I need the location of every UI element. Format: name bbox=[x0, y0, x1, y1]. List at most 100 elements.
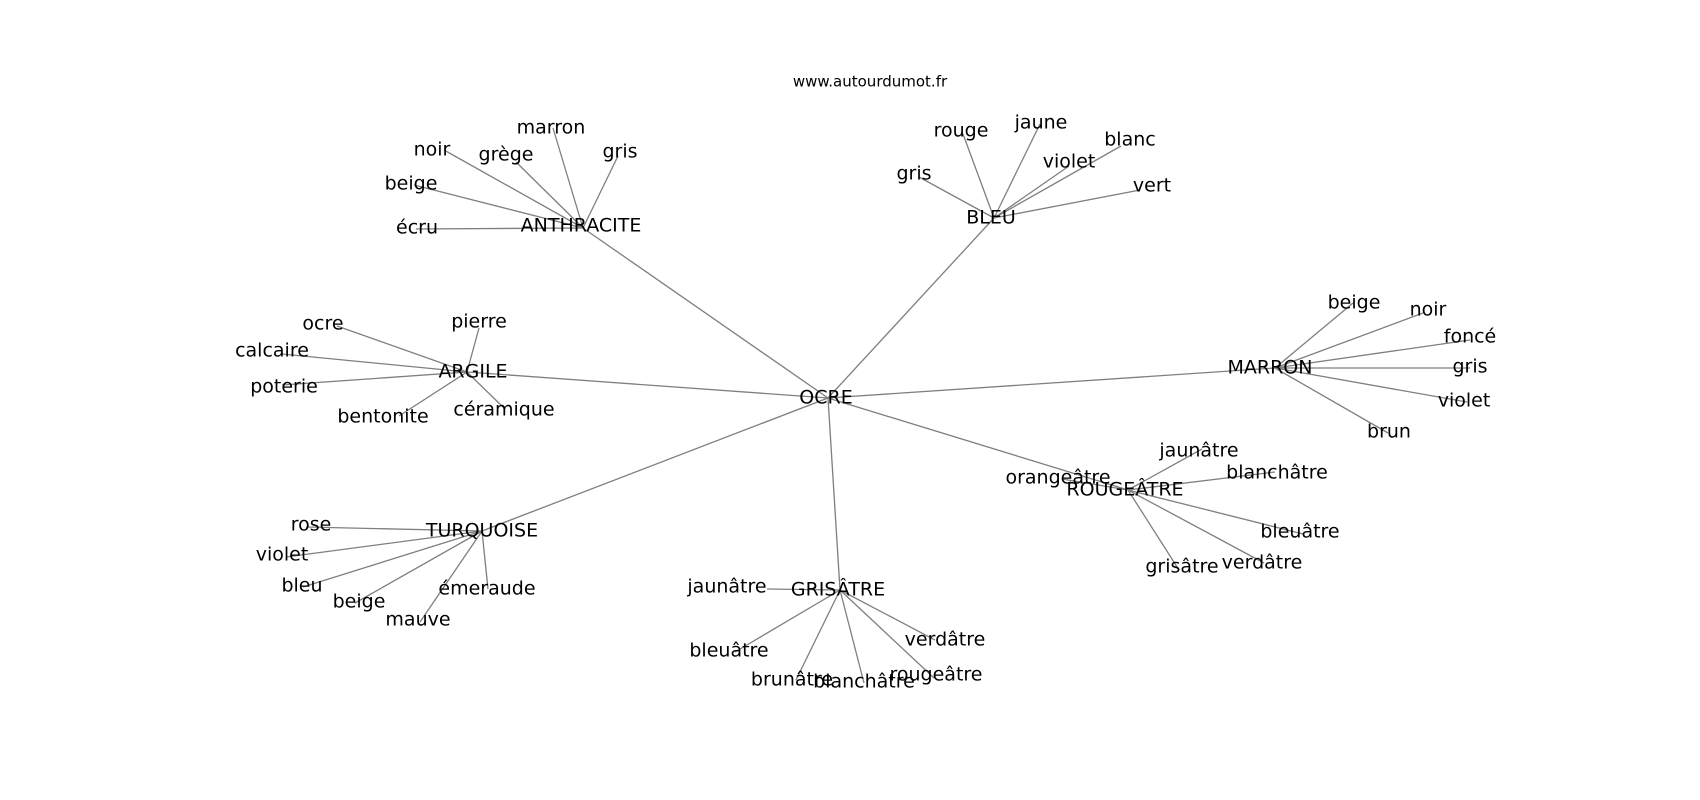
leaf-edge bbox=[1061, 478, 1129, 491]
leaf-edge bbox=[354, 530, 483, 604]
leaf-edge bbox=[766, 588, 841, 591]
leaf-node-label: vert bbox=[1133, 175, 1171, 197]
leaf-edge bbox=[1274, 339, 1471, 369]
leaf-node-label: émeraude bbox=[438, 578, 535, 600]
leaf-edge bbox=[1127, 489, 1180, 571]
leaf-node-label: violet bbox=[1043, 151, 1096, 173]
leaf-node-label: brun bbox=[1367, 421, 1411, 443]
cluster-node-label: GRISÂTRE bbox=[791, 578, 885, 601]
leaf-edge bbox=[839, 589, 865, 684]
leaf-edge bbox=[415, 227, 584, 230]
leaf-edge bbox=[1274, 367, 1389, 434]
leaf-node-label: rougeâtre bbox=[890, 664, 983, 686]
leaf-node-label: pierre bbox=[451, 311, 507, 333]
cluster-node-label: MARRON bbox=[1228, 357, 1313, 379]
leaf-node-label: céramique bbox=[453, 399, 554, 421]
leaf-edge bbox=[839, 589, 935, 679]
leaf-edge bbox=[1274, 367, 1468, 403]
root-edge bbox=[827, 397, 841, 591]
cluster-node-label: TURQUOISE bbox=[425, 520, 538, 542]
root-edge bbox=[582, 227, 829, 399]
leaf-node-label: blanchâtre bbox=[813, 671, 915, 693]
leaf-node-label: blanchâtre bbox=[1226, 462, 1328, 484]
leaf-node-label: gris bbox=[896, 163, 931, 185]
leaf-edge bbox=[582, 155, 619, 229]
graph-labels: www.autourdumot.fr OCRE ANTHRACITE gris mar… bbox=[235, 73, 1496, 693]
leaf-node-label: brunâtre bbox=[751, 669, 833, 691]
leaf-edge bbox=[398, 371, 468, 417]
leaf-edge bbox=[413, 184, 584, 229]
leaf-edge bbox=[1127, 448, 1203, 491]
leaf-edge bbox=[302, 530, 483, 588]
leaf-edge bbox=[336, 325, 468, 373]
leaf-edge bbox=[839, 589, 936, 641]
leaf-edge bbox=[1127, 489, 1304, 535]
leaf-node-label: grisâtre bbox=[1145, 556, 1218, 578]
leaf-node-label: blanc bbox=[1104, 129, 1155, 151]
leaf-node-label: ocre bbox=[302, 313, 343, 335]
leaf-edge bbox=[419, 530, 483, 623]
leaf-node-label: violet bbox=[1438, 390, 1491, 412]
leaf-node-label: violet bbox=[256, 544, 309, 566]
leaf-edge bbox=[993, 123, 1041, 219]
leaf-edge bbox=[1274, 302, 1354, 369]
leaf-edge bbox=[918, 176, 995, 219]
leaf-node-label: poterie bbox=[250, 376, 318, 398]
source-label: www.autourdumot.fr bbox=[793, 73, 948, 91]
leaf-edge bbox=[734, 589, 841, 653]
leaf-node-label: rouge bbox=[934, 120, 989, 142]
leaf-edge bbox=[795, 589, 841, 681]
leaf-edge bbox=[1127, 471, 1276, 491]
leaf-node-label: bleuâtre bbox=[1260, 521, 1339, 543]
leaf-edge bbox=[281, 371, 468, 386]
leaf-edge bbox=[466, 327, 480, 373]
leaf-edge bbox=[515, 161, 584, 229]
cluster-node-label: ROUGEÂTRE bbox=[1066, 478, 1183, 501]
graph-edges bbox=[281, 123, 1471, 684]
leaf-node-label: bleu bbox=[281, 575, 322, 597]
leaf-edge bbox=[443, 149, 584, 229]
leaf-node-label: beige bbox=[1328, 292, 1381, 314]
leaf-node-label: gris bbox=[1452, 356, 1487, 378]
leaf-node-label: écru bbox=[396, 217, 438, 239]
leaf-edge bbox=[481, 530, 489, 590]
root-edge bbox=[827, 217, 995, 399]
leaf-node-label: beige bbox=[385, 173, 438, 195]
leaf-node-label: beige bbox=[333, 591, 386, 613]
root-edge bbox=[827, 397, 1129, 491]
cluster-node-label: ARGILE bbox=[438, 361, 507, 383]
leaf-node-label: noir bbox=[414, 139, 451, 161]
root-edge bbox=[481, 397, 829, 532]
leaf-node-label: bentonite bbox=[337, 406, 428, 428]
leaf-edge bbox=[1274, 312, 1424, 369]
root-edge bbox=[466, 371, 829, 399]
leaf-edge bbox=[993, 189, 1141, 219]
leaf-node-label: orangeâtre bbox=[1005, 467, 1110, 489]
root-edge bbox=[827, 367, 1276, 399]
leaf-node-label: jaunâtre bbox=[1158, 440, 1238, 462]
leaf-edge bbox=[285, 530, 483, 558]
leaf-edge bbox=[1127, 489, 1265, 564]
leaf-edge bbox=[993, 165, 1070, 219]
leaf-edge bbox=[305, 526, 483, 532]
leaf-node-label: rose bbox=[291, 514, 332, 536]
cluster-node-label: BLEU bbox=[966, 207, 1016, 229]
root-node-label: OCRE bbox=[799, 387, 852, 409]
leaf-node-label: verdâtre bbox=[905, 629, 986, 651]
leaf-node-label: jaunâtre bbox=[686, 576, 766, 598]
leaf-edge bbox=[962, 133, 995, 219]
leaf-node-label: bleuâtre bbox=[689, 640, 768, 662]
cluster-node-label: ANTHRACITE bbox=[521, 215, 642, 237]
leaf-edge bbox=[993, 145, 1122, 219]
leaf-node-label: verdâtre bbox=[1222, 552, 1303, 574]
leaf-node-label: foncé bbox=[1444, 326, 1497, 348]
leaf-node-label: mauve bbox=[385, 609, 450, 631]
leaf-edge bbox=[466, 371, 506, 410]
leaf-edge bbox=[281, 353, 468, 373]
leaf-node-label: jaune bbox=[1014, 112, 1068, 134]
leaf-node-label: marron bbox=[517, 117, 586, 139]
leaf-node-label: noir bbox=[1410, 299, 1447, 321]
leaf-edge bbox=[552, 127, 584, 229]
leaf-node-label: grège bbox=[479, 144, 534, 166]
